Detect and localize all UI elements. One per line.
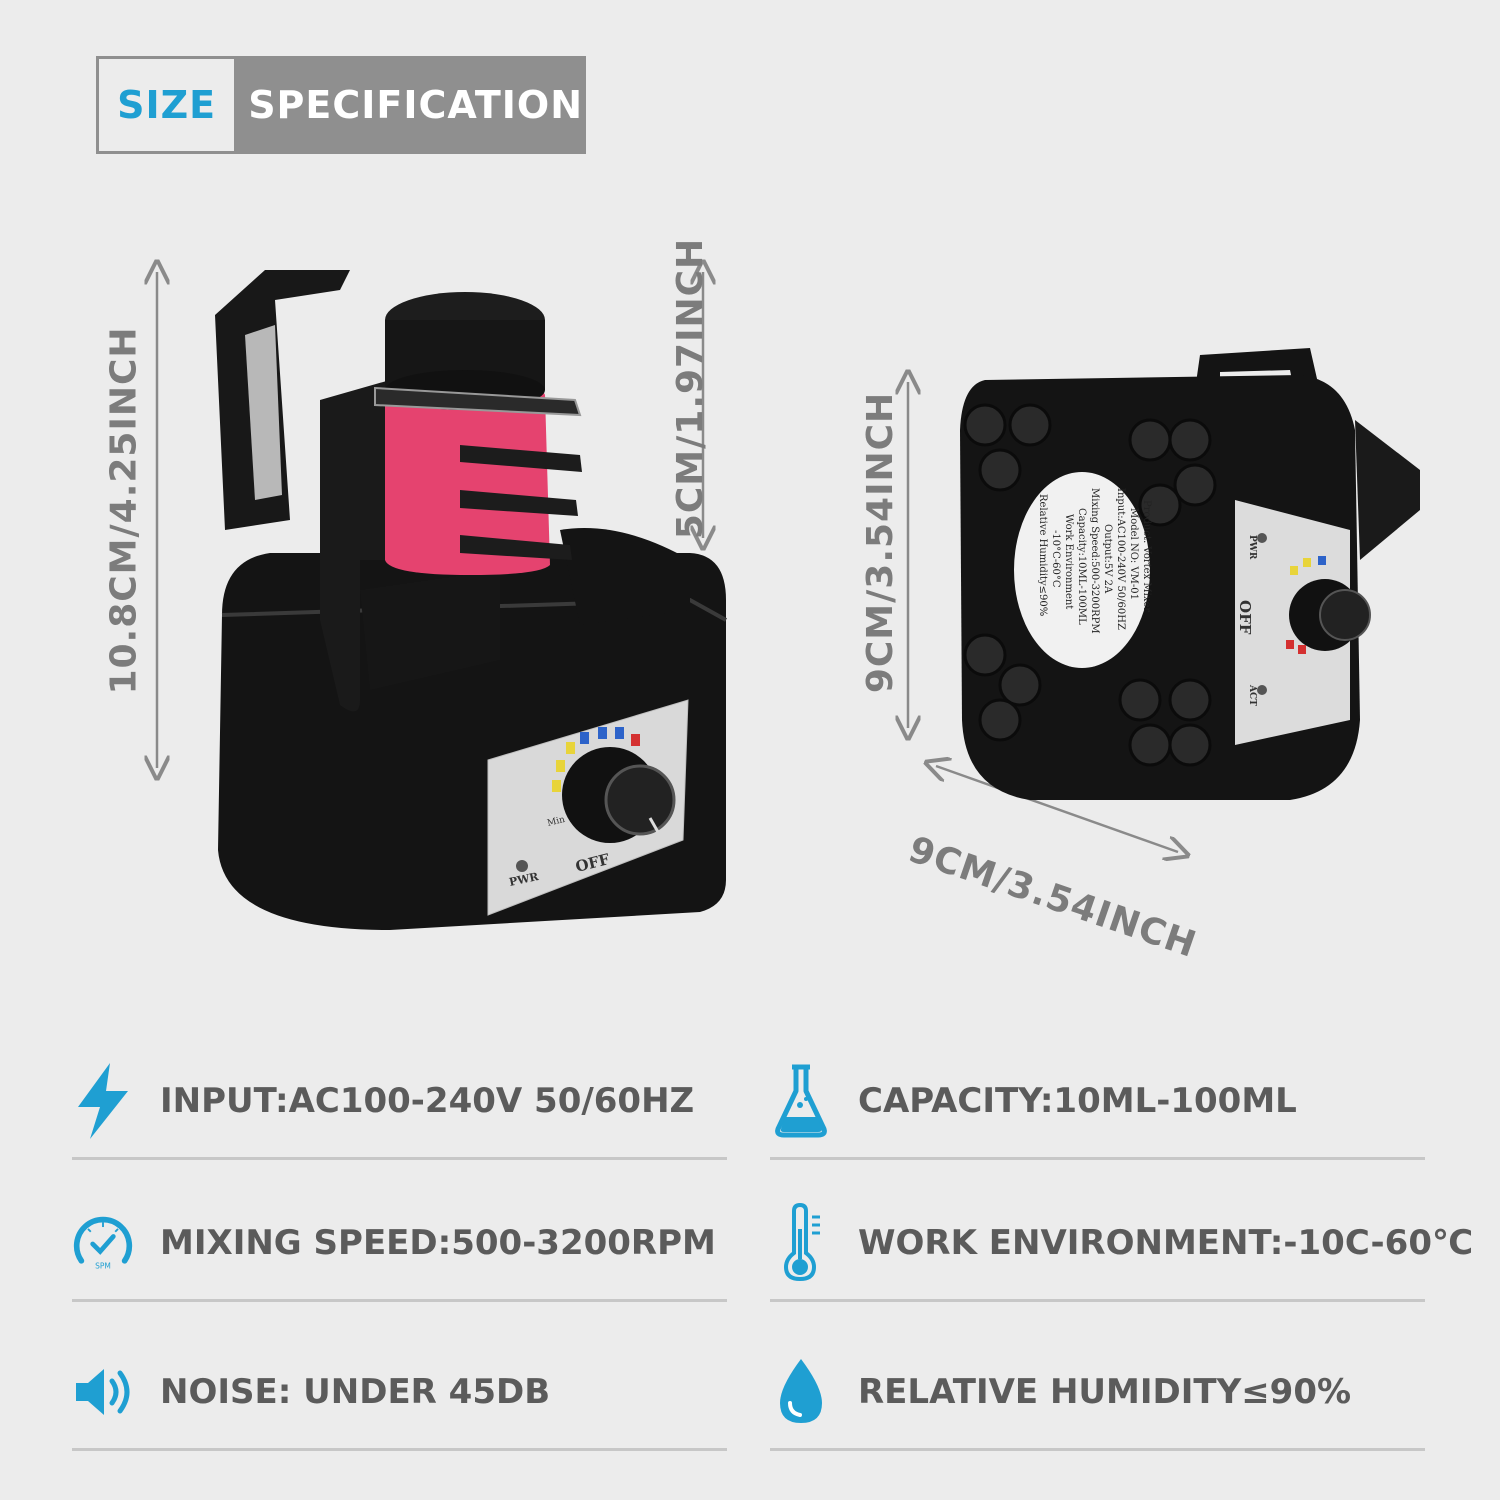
mixer-bottom-view bbox=[960, 348, 1420, 800]
speaker-icon bbox=[72, 1361, 134, 1423]
spec-noise-text: NOISE: UNDER 45DB bbox=[160, 1372, 551, 1412]
spec-mixing-speed: SPM MIXING SPEED:500-3200RPM bbox=[72, 1187, 727, 1302]
label-line: -10°C-60°C bbox=[1050, 530, 1061, 588]
speedometer-icon: SPM bbox=[72, 1212, 134, 1274]
label-line: Input:AC100-240V 50/60HZ bbox=[1115, 488, 1126, 630]
spec-capacity: CAPACITY:10ML-100ML bbox=[770, 1045, 1425, 1160]
spec-work-environment-text: WORK ENVIRONMENT:-10C-60℃ bbox=[858, 1223, 1474, 1263]
spec-capacity-text: CAPACITY:10ML-100ML bbox=[858, 1081, 1297, 1121]
label-line: Relative Humidity≤90% bbox=[1037, 494, 1048, 616]
spec-noise: NOISE: UNDER 45DB bbox=[72, 1336, 727, 1451]
label-line: Mixing Speed:500-3200RPM bbox=[1089, 488, 1100, 634]
bottom-label-text: Product: Vortex Mixer Model NO: VM-01 In… bbox=[1037, 488, 1152, 634]
flask-icon bbox=[770, 1064, 832, 1138]
title-banner: SIZE SPECIFICATION bbox=[96, 56, 586, 154]
dimension-depth: 9CM/3.54INCH bbox=[860, 391, 902, 694]
front-pwr-label: PWR bbox=[508, 870, 541, 889]
bottom-pwr-label: PWR bbox=[1247, 535, 1257, 560]
label-line: Work Environment bbox=[1063, 514, 1074, 609]
spec-input-text: INPUT:AC100-240V 50/60HZ bbox=[160, 1081, 695, 1121]
bottom-off-label: OFF bbox=[1236, 600, 1254, 635]
label-line: Model NO: VM-01 bbox=[1128, 508, 1139, 600]
label-line: Product: Vortex Mixer bbox=[1141, 500, 1152, 612]
spec-input: INPUT:AC100-240V 50/60HZ bbox=[72, 1045, 727, 1160]
speedometer-caption: SPM bbox=[95, 1261, 111, 1270]
bottom-act-label: ACT bbox=[1247, 684, 1257, 706]
thermometer-icon bbox=[770, 1203, 832, 1282]
title-size: SIZE bbox=[99, 59, 235, 151]
product-illustration: PWR OFF Min Product: Vortex Mixer bbox=[0, 0, 1420, 930]
dimension-height-total: 10.8CM/4.25INCH bbox=[103, 326, 145, 695]
spec-relative-humidity-text: RELATIVE HUMIDITY≤90% bbox=[858, 1372, 1352, 1412]
front-min-label: Min bbox=[546, 815, 566, 829]
mixer-front-view bbox=[215, 270, 727, 930]
dimension-height-holder: 5CM/1.97INCH bbox=[670, 237, 712, 540]
spec-mixing-speed-text: MIXING SPEED:500-3200RPM bbox=[160, 1223, 716, 1263]
label-line: Output:5V 2A bbox=[1102, 524, 1113, 594]
label-line: Capacity:10ML-100ML bbox=[1076, 508, 1087, 625]
water-drop-icon bbox=[770, 1359, 832, 1423]
title-specification: SPECIFICATION bbox=[248, 83, 583, 127]
lightning-icon bbox=[72, 1063, 134, 1139]
width-dimension-line bbox=[936, 766, 1178, 852]
spec-work-environment: WORK ENVIRONMENT:-10C-60℃ bbox=[770, 1187, 1473, 1302]
spec-relative-humidity: RELATIVE HUMIDITY≤90% bbox=[770, 1336, 1425, 1451]
